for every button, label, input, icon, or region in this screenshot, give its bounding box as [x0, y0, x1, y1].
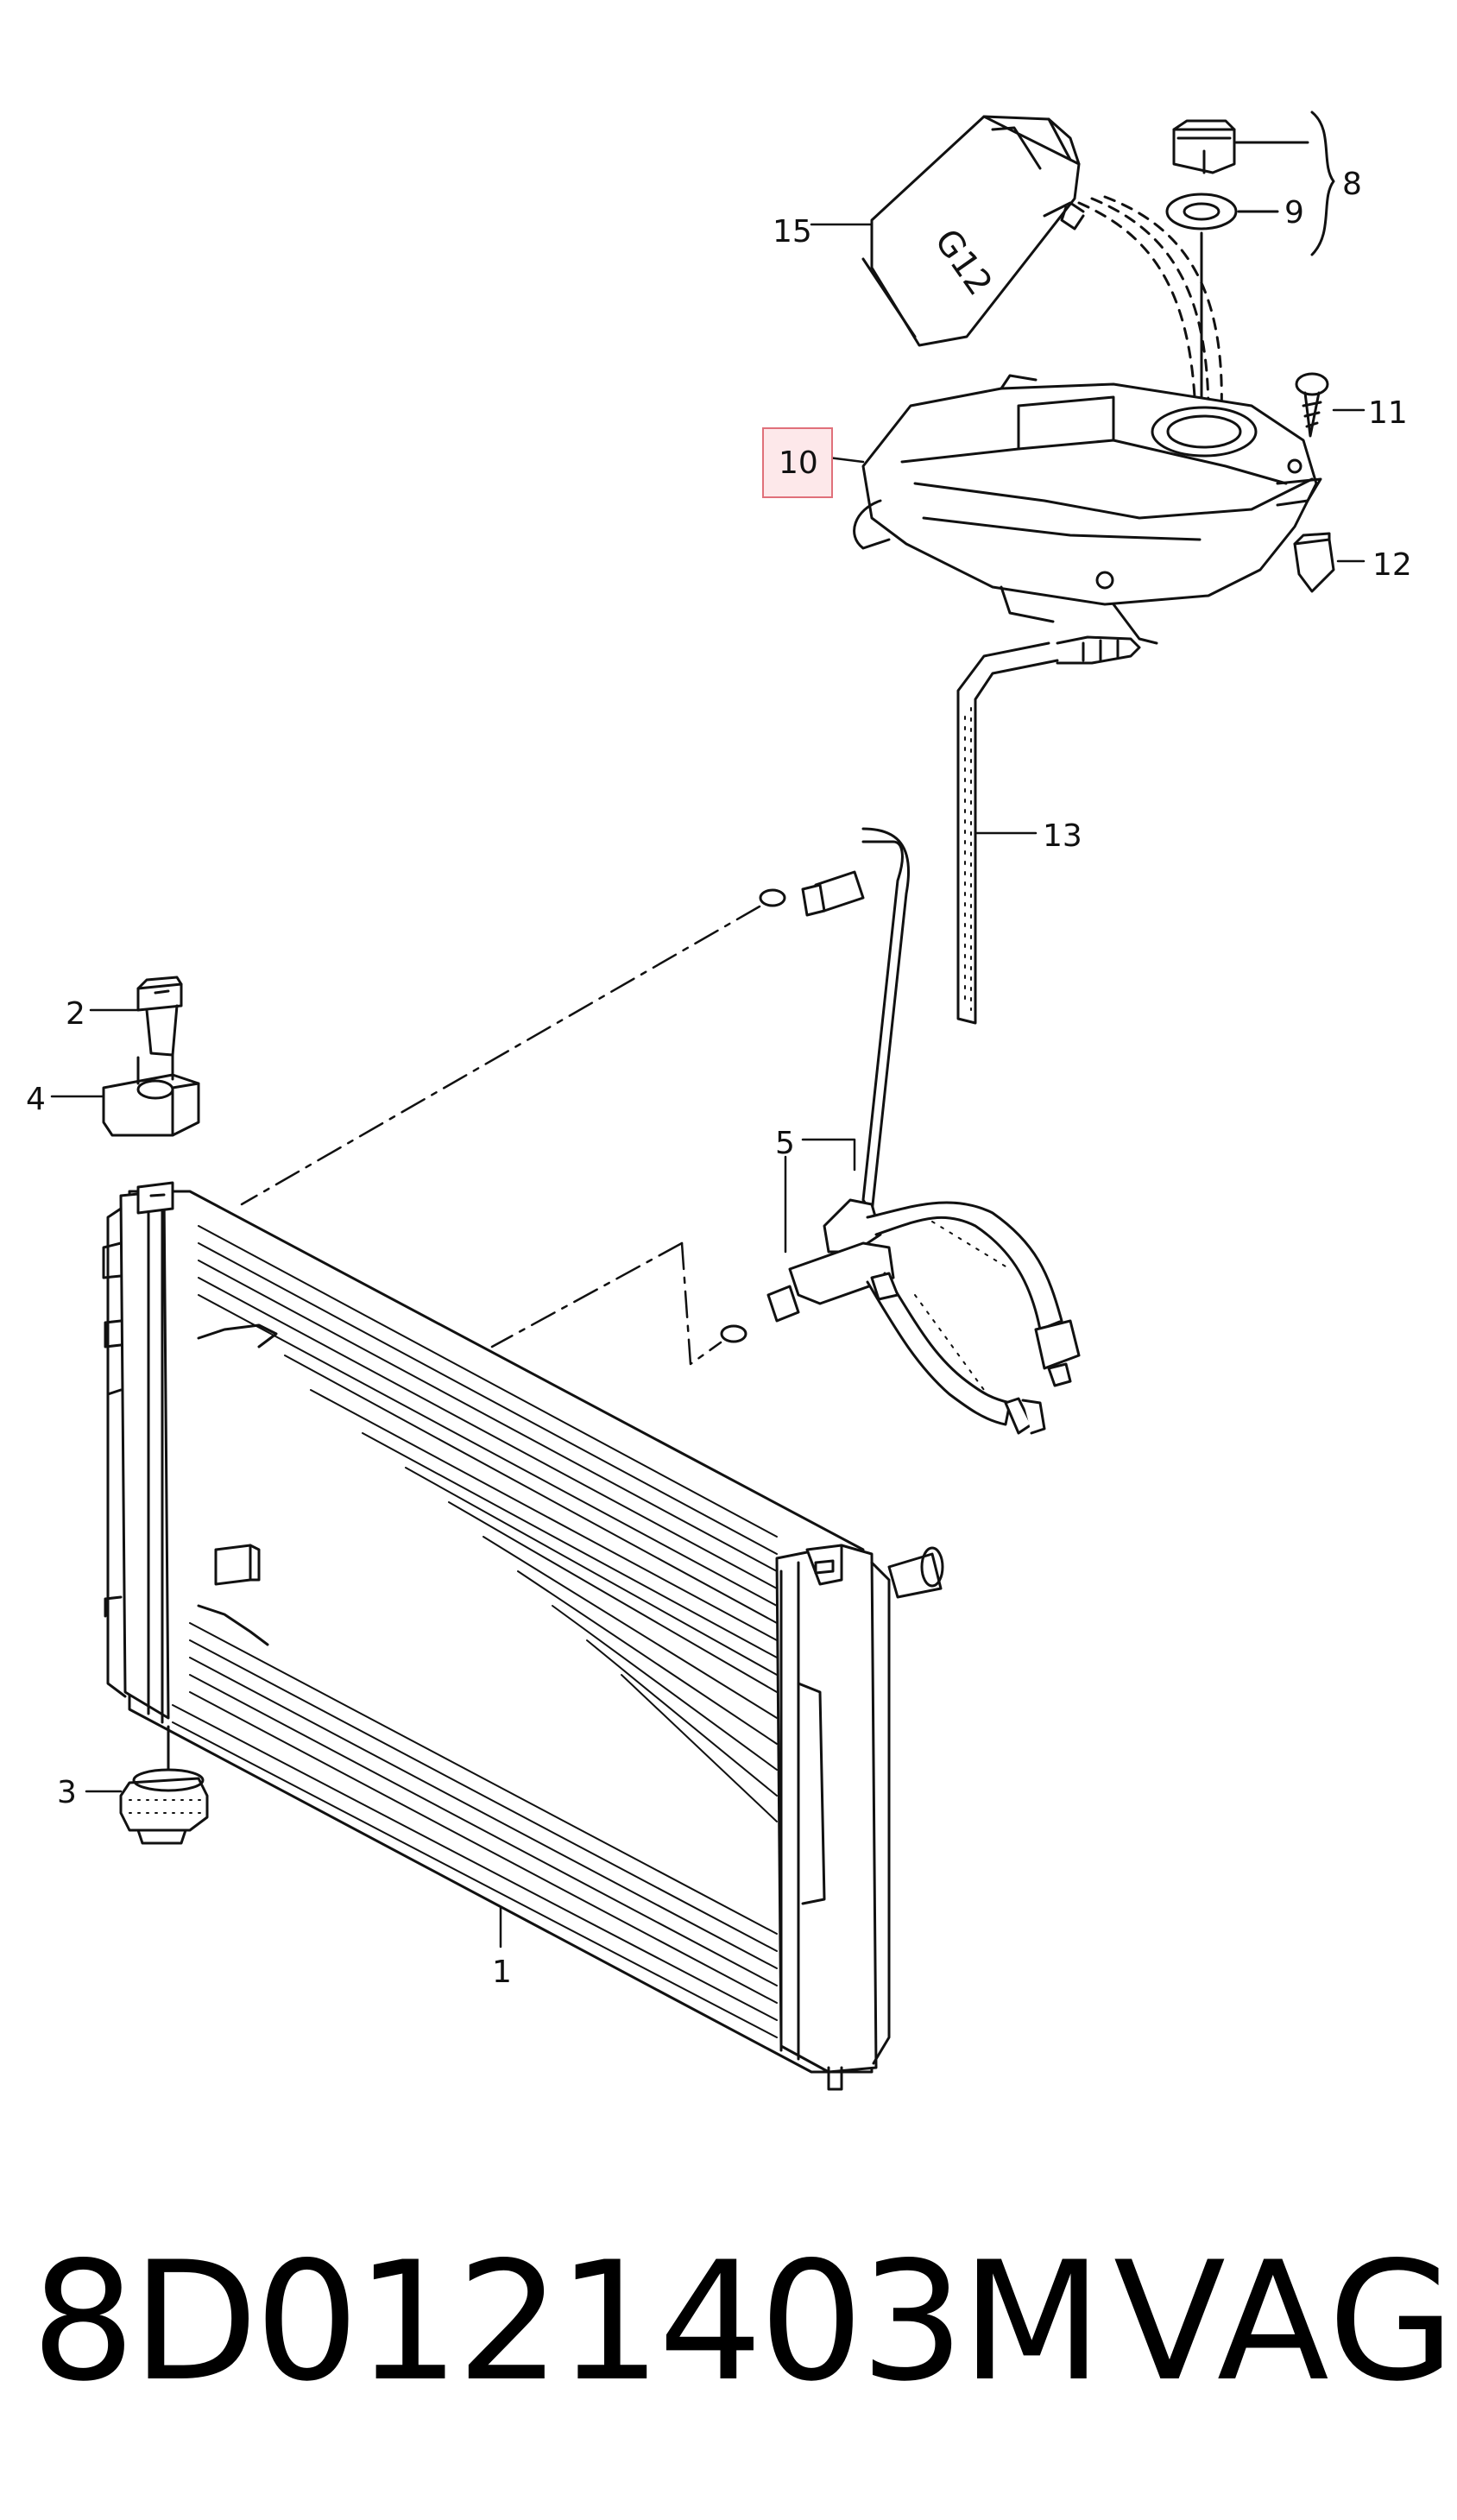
- callout-8: 8: [1342, 167, 1362, 202]
- coolant-pipe: [720, 827, 1081, 1435]
- callout-3: 3: [57, 1775, 77, 1810]
- callout-9: 9: [1284, 195, 1304, 231]
- rubber-mount: [119, 1725, 209, 1845]
- callout-15: 15: [773, 214, 812, 249]
- highlight-box: [762, 427, 833, 498]
- callout-1: 1: [492, 1955, 512, 1990]
- upper-mount: [102, 1053, 200, 1137]
- expansion-tank: [853, 374, 1322, 645]
- leader-lines: [50, 223, 1366, 1948]
- callout-11: 11: [1368, 395, 1408, 431]
- callout-13: 13: [1043, 818, 1082, 854]
- callout-4: 4: [26, 1082, 46, 1117]
- coolant-canister: G12: [861, 115, 1085, 347]
- filler-cap: [1172, 119, 1236, 174]
- screw: [1295, 372, 1329, 438]
- footer: 8D0121403M VAG: [0, 2210, 1457, 2435]
- radiator: [102, 1181, 944, 2091]
- clip-nut: [1293, 532, 1335, 593]
- part-number: 8D0121403M: [31, 2226, 1102, 2417]
- radiator-cap: [136, 976, 183, 1057]
- brand-name: VAG: [1113, 2226, 1457, 2417]
- overflow-hose: [956, 635, 1141, 1025]
- callout-5: 5: [775, 1126, 795, 1161]
- callout-12: 12: [1372, 547, 1412, 583]
- pour-stream: [1077, 195, 1223, 416]
- callout-10: 10: [779, 445, 818, 481]
- alignment-lines: [240, 905, 761, 1366]
- callout-2: 2: [66, 996, 85, 1032]
- cap-seal: [1165, 193, 1238, 231]
